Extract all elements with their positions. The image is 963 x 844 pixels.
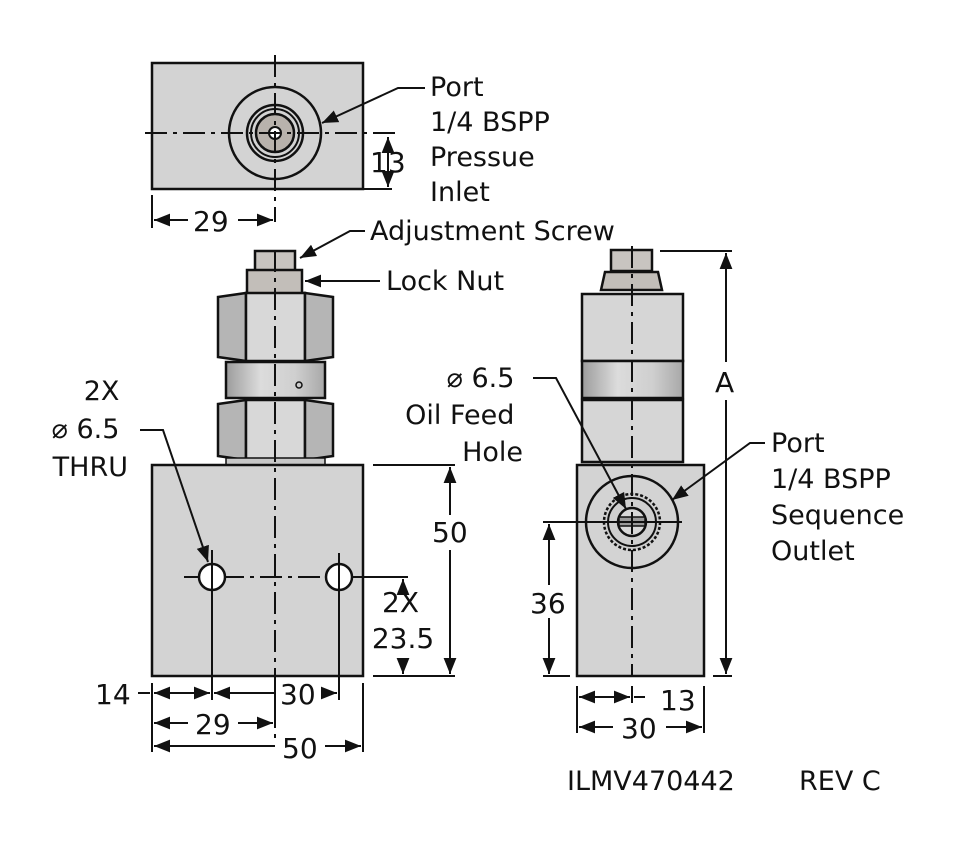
- revision: REV C: [799, 766, 881, 797]
- side-dim-A: A: [715, 366, 734, 399]
- front-dim-50-height: 50: [432, 516, 468, 549]
- cylinder-hole: [295, 381, 303, 389]
- front-dim-50: 50: [282, 732, 318, 765]
- front-dim-23-5: 2X 23.5: [372, 586, 434, 655]
- outlet-leader: [671, 442, 765, 501]
- top-dim-29: 29: [193, 205, 229, 238]
- port-inlet-callout: Port 1/4 BSPP Pressue Inlet: [430, 72, 558, 208]
- upper-hex-left: [216, 291, 248, 363]
- oil-feed-leader: [533, 377, 627, 510]
- lower-hex-left: [216, 398, 248, 462]
- side-dim-36: 36: [530, 587, 566, 620]
- adjustment-leader: [299, 230, 365, 259]
- outlet-port-callout: Port 1/4 BSPP Sequence Outlet: [771, 428, 913, 567]
- side-lock-nut: [599, 270, 664, 292]
- lock-nut-label: Lock Nut: [386, 266, 504, 297]
- holes-leader: [140, 429, 209, 563]
- part-number: ILMV470442: [567, 766, 735, 797]
- holes-callout: 2X ⌀ 6.5 THRU: [52, 376, 128, 483]
- front-dim-14: 14: [95, 678, 131, 711]
- front-dim-29: 29: [195, 708, 231, 741]
- front-dim-30: 30: [280, 678, 316, 711]
- side-dim-30: 30: [621, 712, 657, 745]
- adjustment-screw-label: Adjustment Screw: [370, 216, 615, 247]
- lower-hex-right: [303, 398, 335, 462]
- top-dim-13: 13: [370, 146, 406, 179]
- front-view: Adjustment Screw Lock Nut 2X ⌀ 6.5 THRU …: [52, 216, 615, 765]
- side-dim-13: 13: [660, 684, 696, 717]
- side-view: ⌀ 6.5 Oil Feed Hole Port 1/4 BSPP Sequen…: [405, 246, 913, 745]
- top-view: 13 29 Port 1/4 BSPP Pressue Inlet: [145, 55, 558, 238]
- upper-hex-right: [303, 291, 335, 363]
- port-inlet-leader: [321, 87, 425, 124]
- oil-feed-callout: ⌀ 6.5 Oil Feed Hole: [405, 363, 523, 468]
